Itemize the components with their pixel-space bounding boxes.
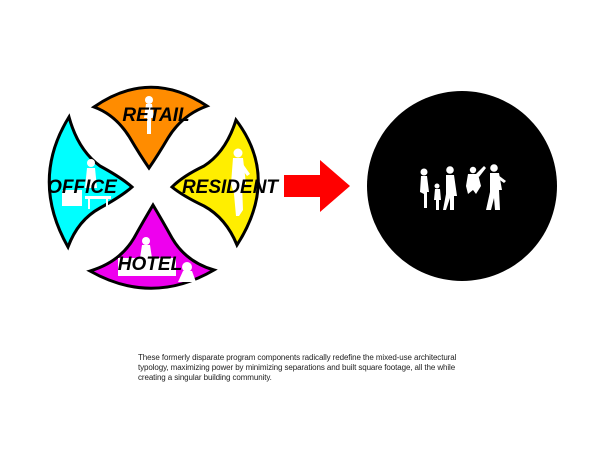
resident-silhouette-icon [231,148,250,216]
resident-segment: RESIDENT [169,116,279,249]
office-segment: OFFICE [47,113,135,251]
family-silhouette-icon [420,164,506,210]
retail-segment: RETAIL [90,85,211,171]
office-label: OFFICE [47,177,118,198]
right-arrow-icon [284,160,350,212]
office-worker-silhouette-icon [62,159,111,209]
resident-label: RESIDENT [182,177,279,198]
community-circle [367,91,557,281]
hotel-guest-silhouette-icon [118,237,196,282]
retail-label: RETAIL [122,105,189,126]
woman-silhouette-icon [144,96,154,134]
caption-text: These formerly disparate program compone… [138,353,457,382]
hotel-label: HOTEL [118,254,182,275]
community-circle-shape [367,91,557,281]
hotel-segment: HOTEL [86,202,218,290]
